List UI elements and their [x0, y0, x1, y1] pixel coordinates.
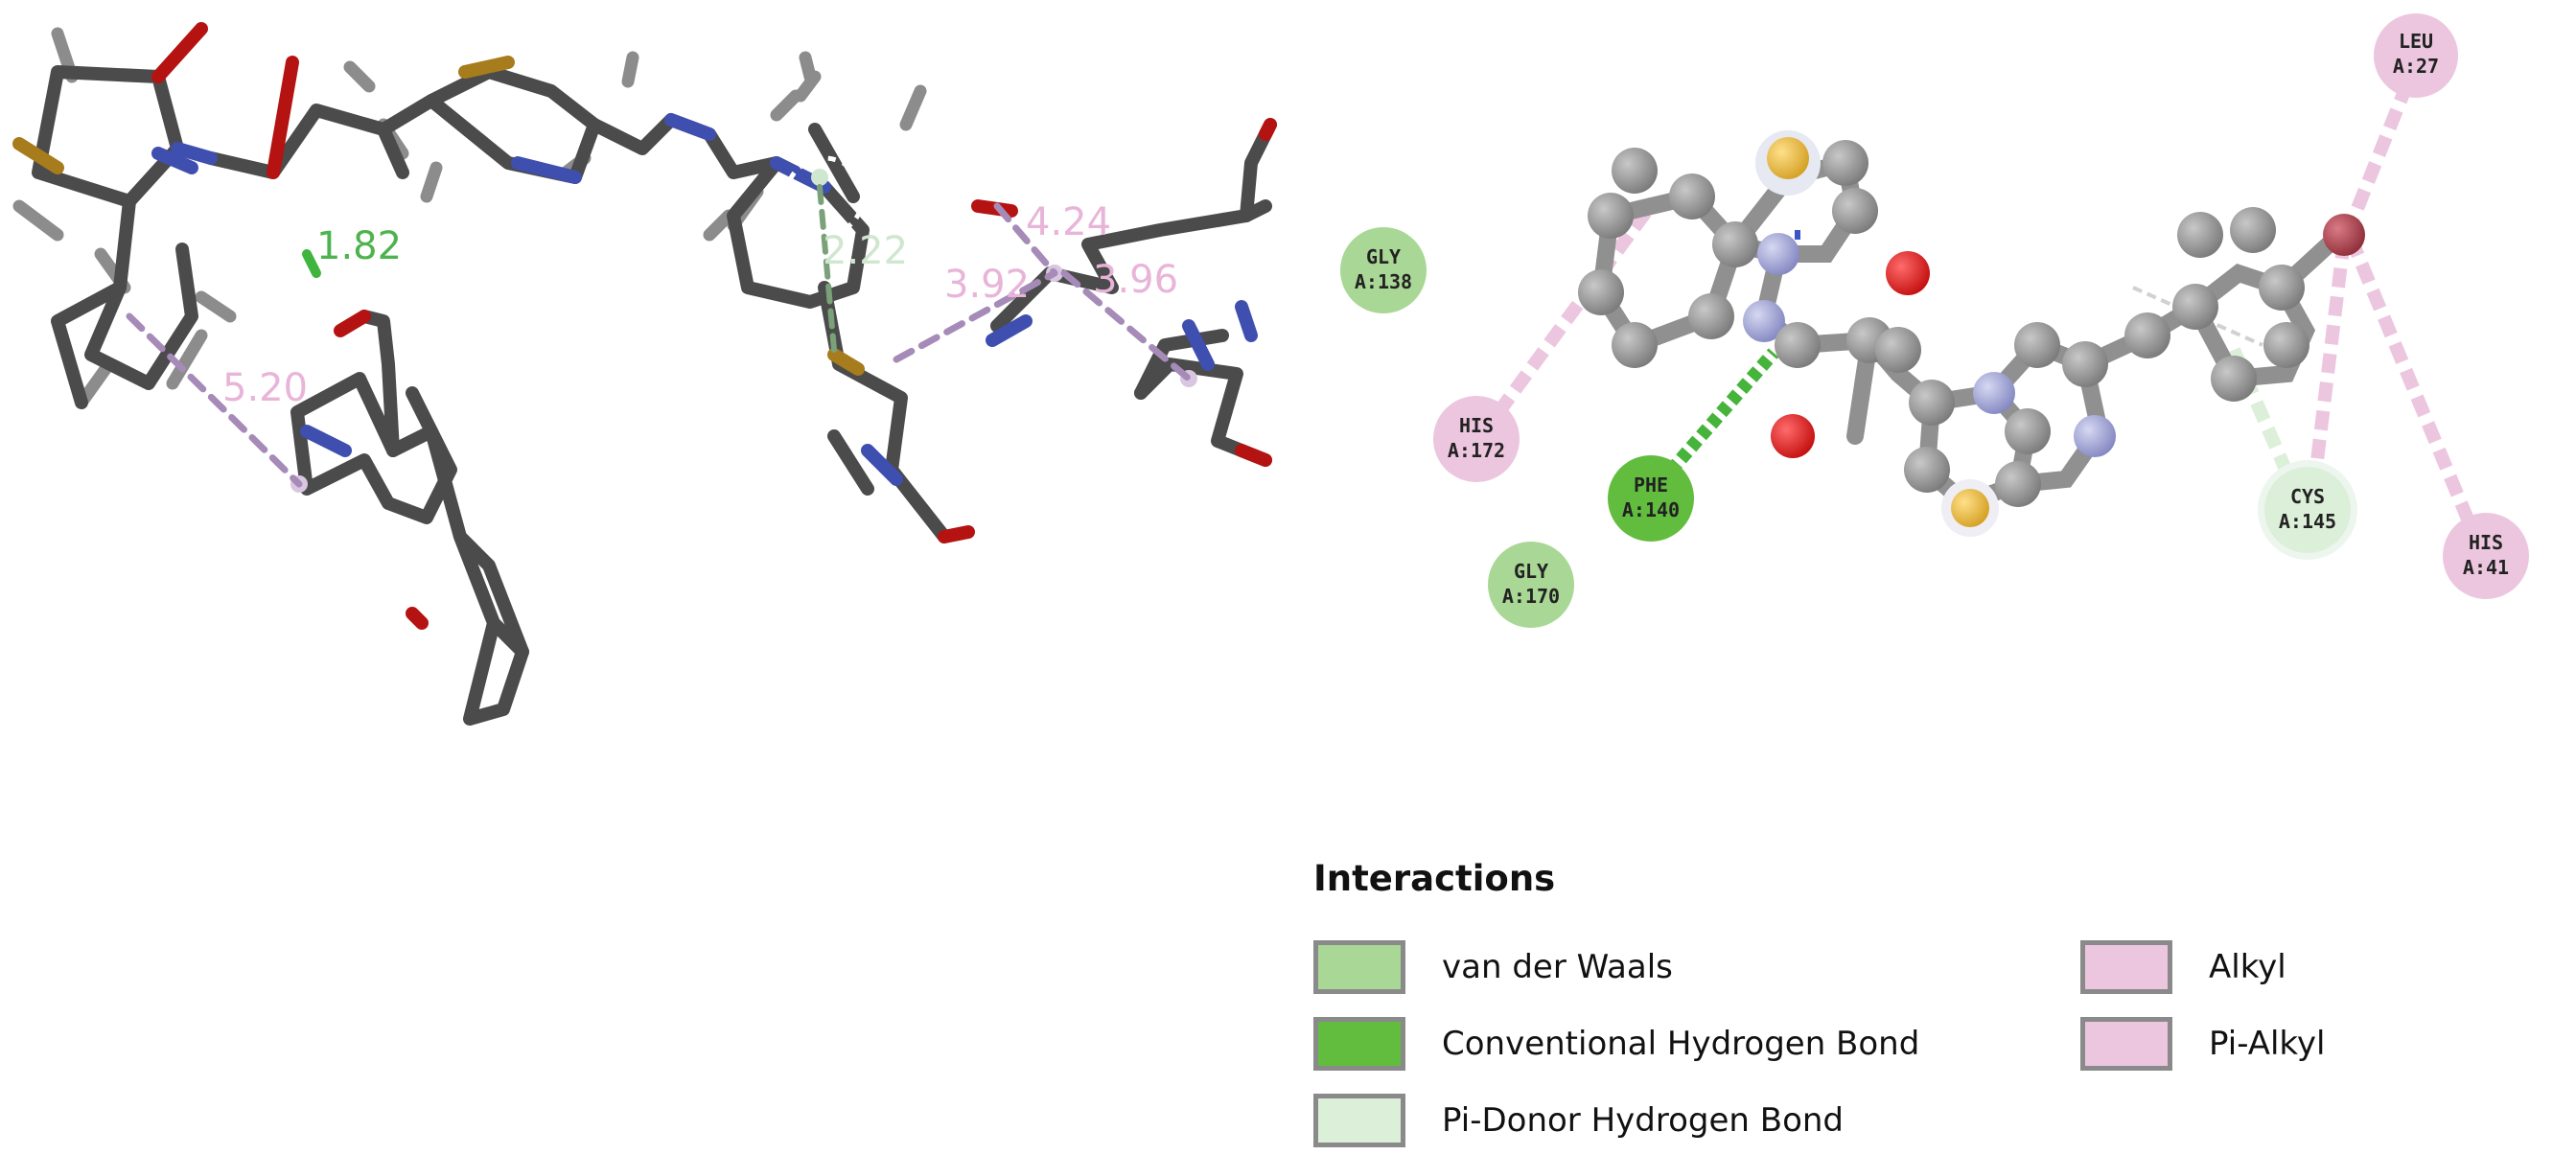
nitrogen-atom	[1743, 300, 1785, 342]
residue-id: A:140	[1622, 498, 1680, 521]
ligand-3d-view: 1.82 5.20 2.22 4.24 3.92 3.96	[12, 22, 1277, 726]
residue-id: A:145	[2279, 510, 2336, 533]
legend-swatch	[1313, 1094, 1405, 1147]
legend-item-pi-alkyl: Pi-Alkyl	[2080, 1013, 2325, 1074]
legend-swatch	[2080, 940, 2172, 994]
residue-id: A:138	[1355, 270, 1412, 293]
legend-item-pi-donor-hbond: Pi-Donor Hydrogen Bond	[1313, 1090, 1844, 1151]
residue-his-41: HIS A:41	[2443, 513, 2529, 599]
legend-item-conventional-hbond: Conventional Hydrogen Bond	[1313, 1013, 1919, 1074]
residue-name: GLY	[1366, 245, 1401, 268]
residue-his-172: HIS A:172	[1433, 396, 1520, 482]
sulfur-atom	[1767, 137, 1809, 179]
distance-label-hbond: 1.82	[316, 224, 402, 268]
residue-name: LEU	[2399, 30, 2433, 53]
legend-label: Alkyl	[2209, 948, 2286, 986]
residue-id: A:172	[1448, 439, 1505, 462]
residue-name: HIS	[2469, 531, 2503, 554]
distance-label-pi-donor: 2.22	[823, 229, 908, 273]
distance-label-pi-alkyl: 4.24	[1026, 200, 1111, 244]
legend-swatch	[1313, 1017, 1405, 1071]
nitrogen-atom	[2074, 415, 2116, 457]
oxygen-sticks	[151, 22, 1277, 630]
legend-title: Interactions	[1313, 858, 1556, 899]
legend-label: Conventional Hydrogen Bond	[1442, 1025, 1920, 1063]
residue-discs: LEU A:27 GLY A:138 HIS A:172 PHE A:140 G…	[1340, 13, 2529, 628]
legend-swatch	[2080, 1017, 2172, 1071]
legend-item-van-der-waals: van der Waals	[1313, 936, 1673, 998]
sulfur-atom	[1951, 489, 1989, 527]
distance-label-pi-alkyl: 3.96	[1093, 258, 1178, 302]
ring-centroid	[811, 169, 828, 186]
nitrogen-atom	[1973, 372, 2015, 414]
residue-cys-145: CYS A:145	[2258, 460, 2357, 560]
residue-name: GLY	[1514, 560, 1548, 583]
distance-label-pi-alkyl: 3.92	[944, 263, 1030, 307]
aromatic-ring-marker	[783, 155, 866, 238]
residue-id: A:170	[1502, 585, 1560, 608]
oxygen-atom	[1771, 414, 1815, 458]
legend-label: van der Waals	[1442, 948, 1673, 986]
legend-swatch	[1313, 940, 1405, 994]
interaction-lines-3d	[126, 184, 1193, 488]
residue-gly-138: GLY A:138	[1340, 227, 1427, 313]
residue-name: PHE	[1634, 474, 1668, 497]
residue-name: HIS	[1459, 414, 1494, 437]
nitrogen-atom	[1757, 233, 1799, 275]
residue-name: CYS	[2290, 485, 2325, 508]
atoms-2d	[1578, 130, 2365, 537]
sulfur-sticks	[12, 56, 865, 376]
residue-id: A:27	[2393, 55, 2439, 78]
nitrogen-sticks	[151, 113, 1258, 486]
residue-gly-170: GLY A:170	[1488, 542, 1574, 628]
bromine-atom	[2323, 214, 2365, 256]
legend-label: Pi-Alkyl	[2209, 1025, 2326, 1063]
residue-leu-27: LEU A:27	[2374, 13, 2458, 98]
residue-id: A:41	[2463, 556, 2509, 579]
residue-phe-140: PHE A:140	[1608, 455, 1694, 542]
ligand-2d-view: LEU A:27 GLY A:138 HIS A:172 PHE A:140 G…	[1340, 13, 2529, 628]
interactions-legend: Interactions van der Waals Conventional …	[1313, 858, 2512, 1147]
legend-label: Pi-Donor Hydrogen Bond	[1442, 1101, 1845, 1140]
legend-item-alkyl: Alkyl	[2080, 936, 2286, 998]
distance-label-pi-alkyl: 5.20	[222, 366, 308, 410]
oxygen-atom	[1886, 251, 1930, 295]
